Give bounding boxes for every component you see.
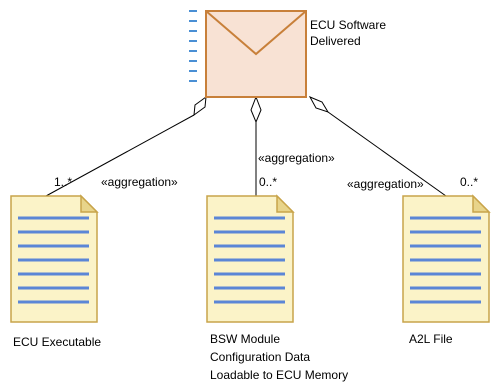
aggregation-line-ecu-executable[interactable] bbox=[45, 114, 195, 197]
multiplicity-bsw-config: 0..* bbox=[259, 175, 278, 189]
stereotype-a2l-file: «aggregation» bbox=[347, 177, 424, 191]
aggregation-line-a2l-file[interactable] bbox=[327, 111, 447, 197]
multiplicity-a2l-file: 0..* bbox=[460, 175, 479, 189]
stereotype-ecu-executable: «aggregation» bbox=[101, 175, 178, 189]
aggregation-diamond-right bbox=[308, 95, 330, 113]
multiplicity-ecu-executable: 1..* bbox=[54, 175, 73, 189]
document-label-bsw-line2: Configuration Data bbox=[210, 350, 311, 364]
center-label-line1: ECU Software bbox=[310, 18, 387, 32]
connector-lines bbox=[45, 111, 447, 197]
document-label-bsw-line3: Loadable to ECU Memory bbox=[210, 368, 349, 382]
envelope-icon bbox=[205, 10, 307, 98]
stereotype-bsw-config: «aggregation» bbox=[258, 151, 335, 165]
document-icon[interactable] bbox=[10, 194, 99, 323]
aggregation-diamond-left bbox=[193, 95, 207, 117]
document-icon[interactable] bbox=[206, 194, 295, 323]
ecu-software-delivered-element[interactable] bbox=[189, 10, 307, 98]
aggregation-diamond-center bbox=[250, 95, 262, 124]
document-icon[interactable] bbox=[402, 194, 491, 323]
document-label-bsw-line1: BSW Module bbox=[210, 332, 281, 346]
aggregation-diamonds bbox=[193, 95, 330, 124]
document-label-a2l-file: A2L File bbox=[409, 332, 453, 346]
document-label-ecu-executable: ECU Executable bbox=[13, 335, 102, 349]
center-label-line2: Delivered bbox=[310, 34, 361, 48]
dash-marks bbox=[189, 10, 197, 82]
